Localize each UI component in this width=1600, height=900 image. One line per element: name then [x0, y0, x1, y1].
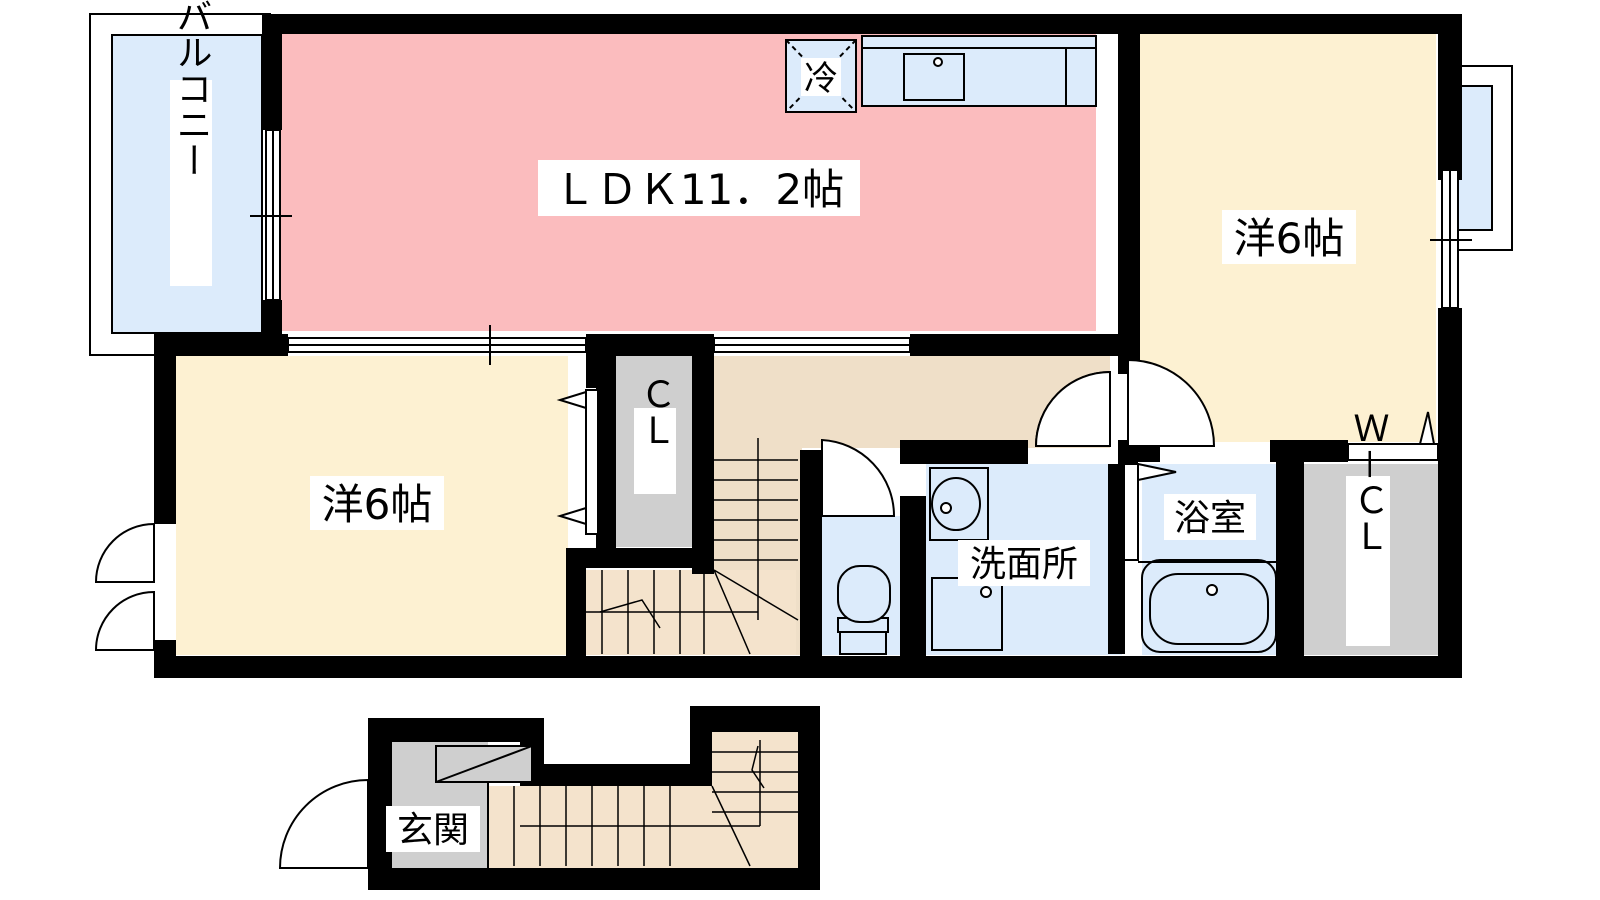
walls: [154, 14, 1462, 890]
balcony-label: バルコニー: [171, 0, 212, 178]
western-left-label: 洋6帖: [322, 480, 433, 529]
shoe-cabinet: [435, 745, 533, 868]
doors: [94, 358, 1216, 869]
kitchen-counter: [861, 35, 1097, 107]
washroom-label: 洗面所: [970, 544, 1078, 585]
bath-folding-door: [1123, 462, 1177, 561]
washroom-label-bg: [958, 540, 1090, 586]
closet-label-bg: [634, 408, 676, 494]
western-right-label: 洋6帖: [1234, 214, 1345, 263]
western-left-label-bg: [310, 476, 444, 530]
lower-stairs-floor: [488, 786, 798, 868]
windows: [250, 129, 1472, 365]
refrigerator-icon: [785, 39, 857, 113]
closet-folding-door: [556, 389, 599, 535]
ldk-label-bg: [538, 160, 860, 216]
wcl-folding-door: [1347, 411, 1439, 461]
refrigerator-label: 冷: [804, 59, 838, 99]
entrance-label: 玄関: [397, 810, 469, 851]
toilet-icon: [837, 565, 891, 655]
bathroom-label: 浴室: [1174, 498, 1246, 539]
lower-stairs: [513, 740, 798, 867]
closet-label: ＣＬ: [635, 376, 676, 448]
wcl-label: Ｗ－ＣＬ: [1348, 410, 1389, 554]
washbasin-icon: [929, 467, 989, 541]
upper-stairs: [586, 438, 799, 655]
lower-stairs-floor-top: [712, 732, 798, 792]
washing-machine-icon: [931, 577, 1003, 651]
entrance-label-bg: [386, 806, 480, 852]
ldk-label: ＬＤＫ11．2帖: [554, 165, 844, 214]
western-right-label-bg: [1222, 210, 1356, 264]
bathroom-label-bg: [1164, 494, 1256, 540]
bathtub-icon: [1138, 559, 1278, 653]
wcl-label-bg: [1346, 476, 1390, 646]
balcony-label-bg: [170, 80, 212, 286]
